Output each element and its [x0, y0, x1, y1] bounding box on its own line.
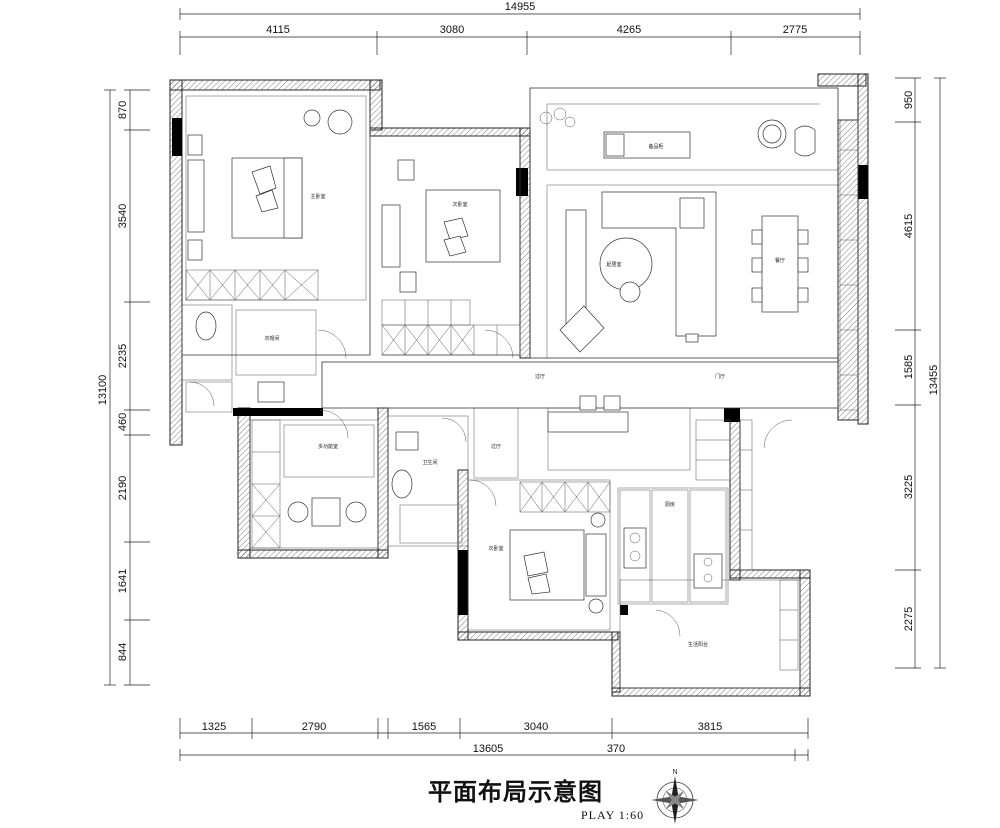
drawing-scale: PLAY 1:60 [581, 808, 645, 822]
label-corridor: 过厅 [491, 443, 501, 450]
dim-right-3: 1585 [903, 355, 915, 379]
label-dining: 餐厅 [775, 257, 785, 264]
dim-top-total: 14955 [505, 1, 536, 13]
dim-left-3: 2235 [117, 344, 129, 368]
dim-bottom-2: 2790 [302, 721, 326, 733]
dim-top-4: 2775 [783, 24, 807, 36]
dim-left-7: 844 [117, 643, 129, 661]
interior-lines [181, 87, 859, 689]
label-second-bedroom: 次卧室 [452, 201, 467, 208]
dim-left-1: 870 [117, 101, 129, 119]
structural-columns [172, 118, 868, 615]
drawing-title: 平面布局示意图 [428, 778, 603, 806]
dim-bottom-3: 1565 [412, 721, 436, 733]
room-labels: 主卧室 次卧室 起居室 餐厅 备品柜 过厅 门厅 衣帽间 多功能室 卫生间 过厅… [264, 143, 785, 648]
dim-bottom-extra: 370 [607, 743, 625, 755]
label-multi-room: 多功能室 [318, 443, 338, 450]
furniture [187, 107, 816, 614]
door-swings [189, 329, 793, 637]
label-entry: 门厅 [715, 373, 725, 380]
label-bathroom: 卫生间 [422, 459, 437, 466]
dim-top-2: 3080 [440, 24, 464, 36]
dim-right-1: 950 [903, 91, 915, 109]
label-kitchen: 厨房 [665, 501, 675, 508]
dim-bottom-1: 1325 [202, 721, 226, 733]
north-arrow-icon: N [651, 769, 699, 824]
dim-left-4: 460 [117, 413, 129, 431]
dimension-texts: 14955 4115 3080 4265 2775 13100 870 3540… [97, 1, 940, 755]
dimension-lines [104, 8, 946, 761]
label-master-bedroom: 主卧室 [310, 193, 325, 200]
dim-left-5: 2190 [117, 476, 129, 500]
dim-right-5: 2275 [903, 607, 915, 631]
label-guest-bedroom: 次卧室 [488, 545, 503, 552]
dim-left-6: 1641 [117, 569, 129, 593]
dim-bottom-5: 3815 [698, 721, 722, 733]
svg-text:N: N [672, 769, 677, 776]
label-laundry: 生活阳台 [688, 641, 708, 648]
dim-right-total: 13455 [928, 365, 940, 396]
label-hall: 过厅 [535, 373, 545, 380]
dim-bottom-total: 13605 [473, 743, 504, 755]
label-balcony-item: 备品柜 [648, 143, 663, 150]
dim-left-total: 13100 [97, 375, 109, 406]
dim-top-3: 4265 [617, 24, 641, 36]
label-cloakroom: 衣帽间 [264, 335, 279, 342]
dim-bottom-4: 3040 [524, 721, 548, 733]
label-living-room: 起居室 [606, 261, 621, 268]
dim-top-1: 4115 [266, 24, 290, 36]
dim-right-2: 4615 [903, 214, 915, 238]
dim-left-2: 3540 [117, 204, 129, 228]
dim-right-4: 3225 [903, 475, 915, 499]
